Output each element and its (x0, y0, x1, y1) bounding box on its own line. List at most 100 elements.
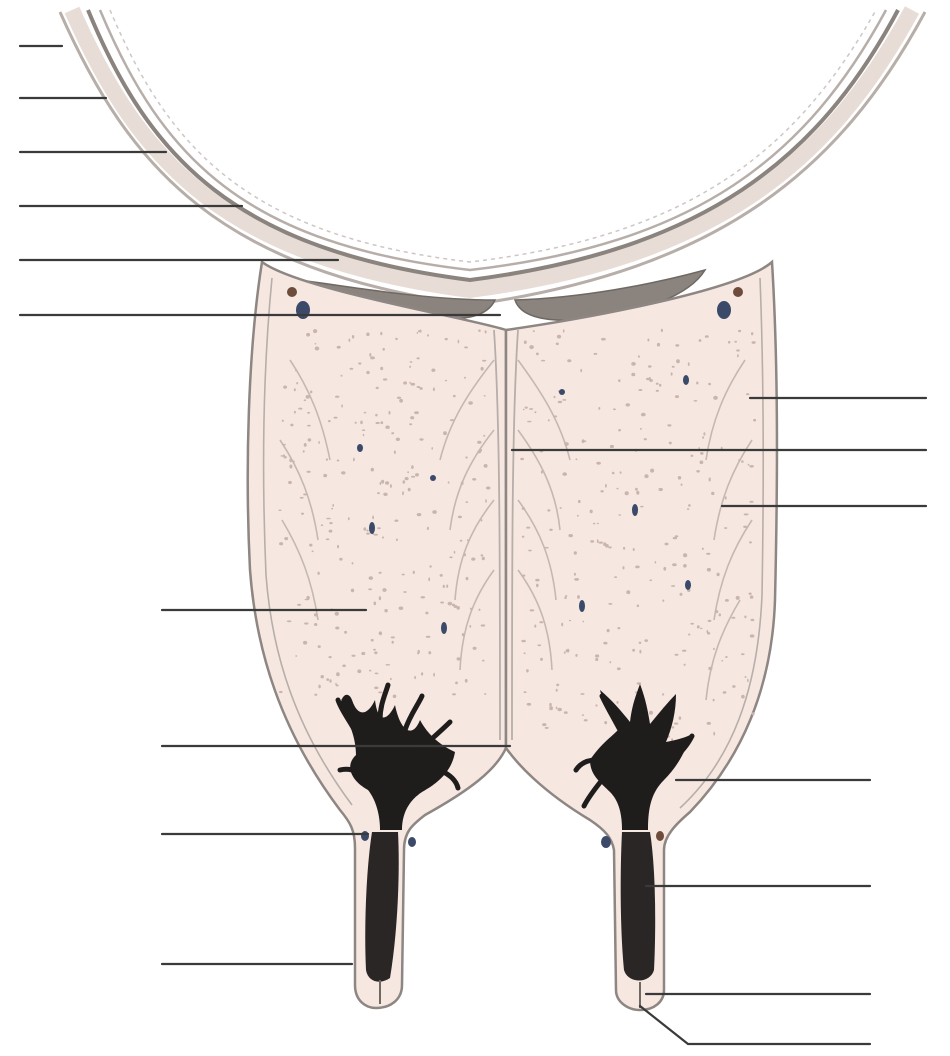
texture-speckle (448, 481, 450, 483)
texture-speckle (520, 458, 524, 460)
texture-speckle (563, 329, 565, 332)
texture-speckle (609, 661, 611, 663)
texture-speckle (300, 497, 304, 499)
texture-speckle (536, 353, 539, 356)
texture-speckle (680, 593, 683, 596)
texture-speckle (399, 399, 403, 403)
texture-speckle (366, 533, 370, 535)
texture-speckle (307, 425, 311, 427)
texture-speckle (682, 650, 686, 652)
texture-speckle (747, 679, 749, 683)
texture-speckle (329, 679, 331, 682)
texture-speckle (409, 423, 412, 425)
texture-speckle (440, 574, 443, 577)
texture-speckle (636, 491, 639, 495)
texture-speckle (741, 695, 745, 699)
texture-speckle (554, 415, 557, 417)
texture-speckle (446, 585, 448, 588)
texture-speckle (351, 589, 354, 593)
texture-speckle (549, 529, 553, 531)
texture-speckle (534, 625, 536, 628)
texture-speckle (751, 619, 755, 621)
texture-speckle (335, 396, 339, 398)
texture-speckle (561, 623, 563, 627)
texture-speckle (690, 623, 694, 625)
texture-speckle (428, 651, 431, 654)
texture-speckle (674, 723, 678, 725)
texture-speckle (528, 550, 532, 552)
texture-speckle (675, 344, 679, 347)
texture-speckle (477, 450, 481, 453)
texture-speckle (649, 711, 653, 715)
texture-speckle (713, 648, 715, 650)
texture-speckle (392, 641, 394, 644)
texture-speckle (723, 691, 727, 694)
texture-speckle (295, 370, 297, 372)
texture-speckle (411, 383, 416, 386)
texture-speckle (637, 605, 639, 608)
texture-speckle (450, 419, 455, 421)
texture-speckle (409, 366, 411, 368)
texture-speckle (432, 510, 437, 514)
texture-speckle (640, 428, 642, 430)
texture-speckle (625, 491, 629, 495)
texture-speckle (352, 335, 354, 339)
texture-speckle (363, 527, 366, 531)
texture-speckle (620, 471, 622, 474)
texture-speckle (443, 585, 445, 588)
texture-speckle (391, 636, 395, 638)
texture-speckle (537, 644, 541, 646)
texture-speckle (279, 510, 282, 512)
texture-speckle (379, 631, 382, 635)
texture-speckle (656, 383, 659, 385)
texture-speckle (605, 544, 609, 548)
texture-speckle (713, 699, 715, 702)
texture-speckle (369, 353, 371, 357)
texture-speckle (527, 421, 532, 423)
texture-speckle (707, 568, 711, 572)
texture-speckle (282, 444, 286, 446)
texture-speckle (604, 721, 607, 724)
texture-speckle (614, 576, 617, 578)
texture-speckle (661, 329, 663, 332)
texture-speckle (382, 588, 386, 592)
texture-speckle (289, 465, 292, 469)
texture-speckle (639, 650, 641, 654)
texture-speckle (477, 441, 481, 444)
texture-speckle (385, 481, 389, 484)
texture-speckle (595, 658, 598, 661)
vessel-teat-right (601, 836, 611, 848)
texture-speckle (472, 478, 476, 481)
texture-speckle (366, 333, 369, 337)
texture-speckle (431, 369, 435, 372)
texture-speckle (360, 421, 363, 425)
texture-speckle (678, 476, 681, 480)
texture-speckle (414, 411, 419, 414)
texture-speckle (562, 472, 567, 476)
texture-speckle (361, 652, 365, 655)
texture-speckle (617, 667, 621, 670)
texture-speckle (314, 613, 318, 616)
texture-speckle (648, 365, 652, 367)
texture-speckle (366, 371, 369, 374)
texture-speckle (562, 399, 566, 401)
texture-speckle (465, 456, 467, 458)
texture-speckle (582, 440, 587, 442)
texture-speckle (390, 678, 392, 680)
texture-speckle (314, 694, 317, 696)
texture-speckle (379, 596, 381, 600)
texture-speckle (282, 420, 284, 422)
texture-speckle (697, 625, 700, 628)
texture-speckle (534, 411, 536, 413)
texture-speckle (374, 602, 377, 606)
texture-speckle (749, 465, 754, 468)
texture-speckle (607, 629, 610, 632)
texture-speckle (640, 506, 644, 508)
texture-speckle (323, 474, 327, 477)
texture-speckle (417, 332, 419, 334)
texture-speckle (684, 664, 686, 666)
right-teat-cistern (621, 832, 656, 981)
texture-speckle (702, 436, 704, 439)
texture-speckle (452, 693, 456, 695)
